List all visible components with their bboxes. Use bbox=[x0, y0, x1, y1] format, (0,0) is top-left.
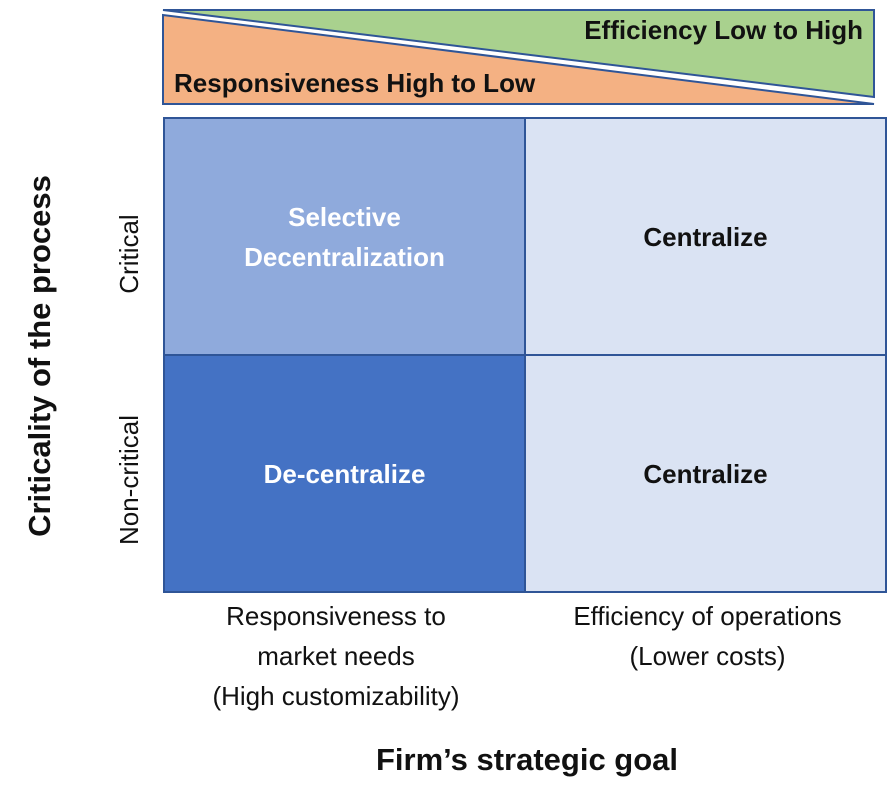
decentralize-text: De-centralize bbox=[263, 458, 426, 489]
decentralize-cell: De-centralize bbox=[163, 354, 526, 593]
efficiency-triangle bbox=[162, 9, 875, 99]
vertical-axis-title: Criticality of the process bbox=[22, 175, 57, 537]
column-label-responsiveness: Responsiveness to market needs (High cus… bbox=[212, 601, 460, 711]
row-label-critical: Critical bbox=[114, 214, 144, 294]
centralize-critical-cell: Centralize bbox=[524, 117, 887, 356]
responsiveness-triangle bbox=[162, 13, 875, 105]
selective-decentralization-text: Selective Decentralization bbox=[244, 201, 445, 272]
responsiveness-banner-label: Responsiveness High to Low bbox=[174, 68, 536, 98]
row-label-noncritical: Non-critical bbox=[114, 414, 144, 546]
goal-tradeoff-banner bbox=[162, 9, 875, 105]
horizontal-axis-title: Firm’s strategic goal bbox=[375, 742, 679, 777]
centralize-noncritical-text: Centralize bbox=[643, 458, 768, 489]
centralize-noncritical-cell: Centralize bbox=[524, 354, 887, 593]
efficiency-banner-label: Efficiency Low to High bbox=[584, 15, 863, 45]
centralize-critical-text: Centralize bbox=[643, 221, 768, 252]
column-label-efficiency: Efficiency of operations (Lower costs) bbox=[573, 601, 842, 671]
selective-decentralization-cell: Selective Decentralization bbox=[163, 117, 526, 356]
